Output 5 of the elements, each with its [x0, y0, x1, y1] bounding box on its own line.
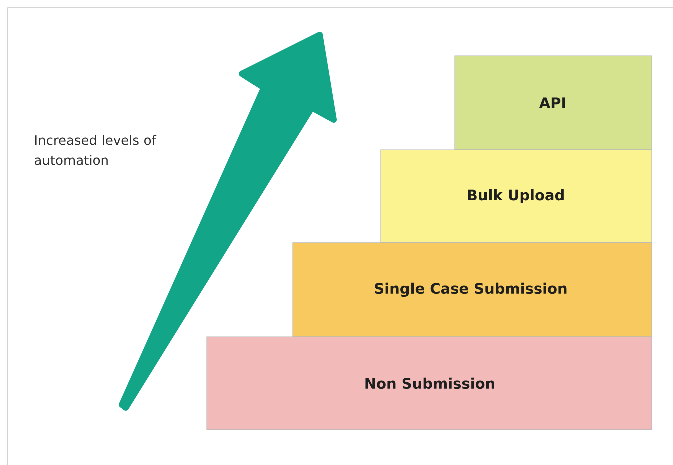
step-box: Single Case Submission — [292, 242, 652, 338]
step-box: API — [454, 56, 652, 150]
caption-text: Increased levels of automation — [35, 135, 157, 166]
step-box: Non Submission — [206, 336, 652, 430]
step-box: Bulk Upload — [380, 150, 652, 244]
